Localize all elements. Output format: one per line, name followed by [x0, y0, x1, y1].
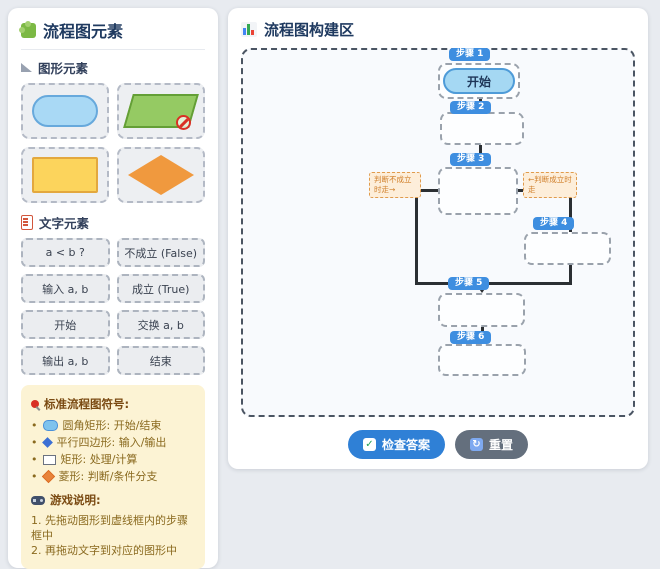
reset-label: 重置: [489, 438, 514, 452]
legend-item: • 矩形: 处理/计算: [31, 453, 138, 466]
branch-label-true: ←判断成立时走: [523, 172, 577, 198]
texts-section-header: 文字元素: [21, 213, 205, 232]
step-slot-1[interactable]: 开始: [438, 63, 520, 99]
step-slot-6[interactable]: [438, 344, 526, 376]
legend-item-text: 平行四边形: 输入/输出: [56, 436, 167, 449]
instruction-line: 2. 再拖动文字到对应的图形中: [31, 544, 177, 557]
mini-rounded-rect-icon: [42, 420, 58, 431]
step-badge-1: 步骤 1: [449, 48, 491, 61]
legend-title-text: 标准流程图符号:: [44, 397, 130, 411]
connector-line: [415, 189, 418, 285]
builder-header: 流程图构建区: [241, 19, 635, 40]
text-tile[interactable]: 结束: [116, 346, 205, 375]
check-answer-button[interactable]: ✓ 检查答案: [347, 430, 445, 459]
flowchart-canvas: 步骤 1 开始 步骤 2 步骤 3 判断不成立时走→ ←判断成立时走 步骤 4: [241, 48, 635, 417]
instructions-title: 游戏说明:: [31, 492, 195, 508]
connector-line: [415, 282, 572, 285]
check-answer-label: 检查答案: [381, 438, 430, 452]
puzzle-icon: [19, 20, 36, 38]
reset-icon: ↻: [470, 438, 483, 451]
legend-item: • 菱形: 判断/条件分支: [31, 469, 158, 484]
sidebar-title: 流程图元素: [43, 22, 124, 41]
step-badge-5: 步骤 5: [448, 277, 490, 290]
text-tile[interactable]: 开始: [21, 310, 110, 339]
connector-line: [569, 189, 572, 232]
shape-tile-rounded-rect[interactable]: [21, 83, 109, 139]
bar-chart-icon: [241, 22, 257, 37]
sidebar-header: 流程图元素: [19, 18, 205, 50]
connector-line: [415, 189, 438, 192]
shapes-section-label: 图形元素: [38, 61, 89, 76]
mini-rectangle-icon: [42, 454, 56, 465]
gamepad-icon: [31, 495, 45, 505]
shape-tile-rectangle[interactable]: [21, 147, 109, 203]
shape-palette: [21, 83, 205, 203]
step-badge-3: 步骤 3: [450, 153, 492, 166]
step-slot-5[interactable]: [438, 293, 525, 327]
document-icon: [21, 215, 33, 230]
text-tile[interactable]: 不成立 (False): [116, 238, 205, 267]
legend-box: 标准流程图符号: • 圆角矩形: 开始/结束 • 平行四边形: 输入/输出 • …: [21, 385, 205, 569]
shape-tile-diamond[interactable]: [117, 147, 205, 203]
text-tile[interactable]: 输出 a, b: [21, 346, 110, 375]
legend-item: • 平行四边形: 输入/输出: [31, 436, 167, 449]
diamond-shape[interactable]: [128, 155, 194, 195]
legend-item: • 圆角矩形: 开始/结束: [31, 419, 162, 432]
instructions-title-text: 游戏说明:: [50, 493, 101, 507]
sidebar-panel: 流程图元素 图形元素 文字元素 a < b ? 不成立 (False) 输入 a…: [8, 8, 218, 569]
rectangle-shape[interactable]: [32, 157, 98, 193]
legend-item-text: 菱形: 判断/条件分支: [58, 470, 158, 483]
legend-title: 标准流程图符号:: [31, 396, 195, 412]
action-buttons: ✓ 检查答案 ↻ 重置: [241, 430, 635, 459]
page: { "sidebar": { "title": "流程图元素", "shapes…: [0, 0, 660, 482]
text-tile[interactable]: a < b ?: [21, 238, 110, 267]
pushpin-icon: [31, 400, 39, 408]
shapes-section-header: 图形元素: [21, 58, 205, 77]
mini-diamond-icon: [41, 469, 55, 484]
connector-line: [569, 265, 572, 285]
text-tile[interactable]: 输入 a, b: [21, 274, 110, 303]
no-entry-icon: [176, 115, 191, 130]
start-shape[interactable]: 开始: [443, 68, 515, 94]
reset-button[interactable]: ↻ 重置: [455, 430, 529, 459]
step-badge-2: 步骤 2: [450, 101, 492, 114]
builder-title: 流程图构建区: [264, 21, 355, 39]
text-tile[interactable]: 成立 (True): [116, 274, 205, 303]
mini-parallelogram-icon: [41, 437, 53, 448]
instruction-line: 1. 先拖动图形到虚线框内的步骤框中: [31, 514, 188, 542]
step-slot-4[interactable]: [524, 232, 611, 265]
texts-section-label: 文字元素: [39, 216, 90, 231]
text-tile[interactable]: 交换 a, b: [116, 310, 205, 339]
step-slot-2[interactable]: [440, 112, 524, 145]
legend-item-text: 圆角矩形: 开始/结束: [62, 419, 162, 432]
check-icon: ✓: [362, 438, 376, 451]
branch-label-false: 判断不成立时走→: [369, 172, 421, 198]
step-badge-4: 步骤 4: [533, 217, 575, 230]
builder-panel: 流程图构建区 步骤 1 开始 步骤 2 步骤 3 判断不成立时走→ ←判断成立时…: [228, 8, 648, 469]
step-badge-6: 步骤 6: [450, 331, 492, 344]
step-slot-3[interactable]: [438, 167, 518, 215]
text-palette: a < b ? 不成立 (False) 输入 a, b 成立 (True) 开始…: [21, 238, 205, 375]
shape-tile-parallelogram[interactable]: [117, 83, 205, 139]
rounded-rect-shape[interactable]: [32, 95, 98, 127]
triangle-ruler-icon: [21, 63, 32, 72]
legend-item-text: 矩形: 处理/计算: [60, 453, 138, 466]
